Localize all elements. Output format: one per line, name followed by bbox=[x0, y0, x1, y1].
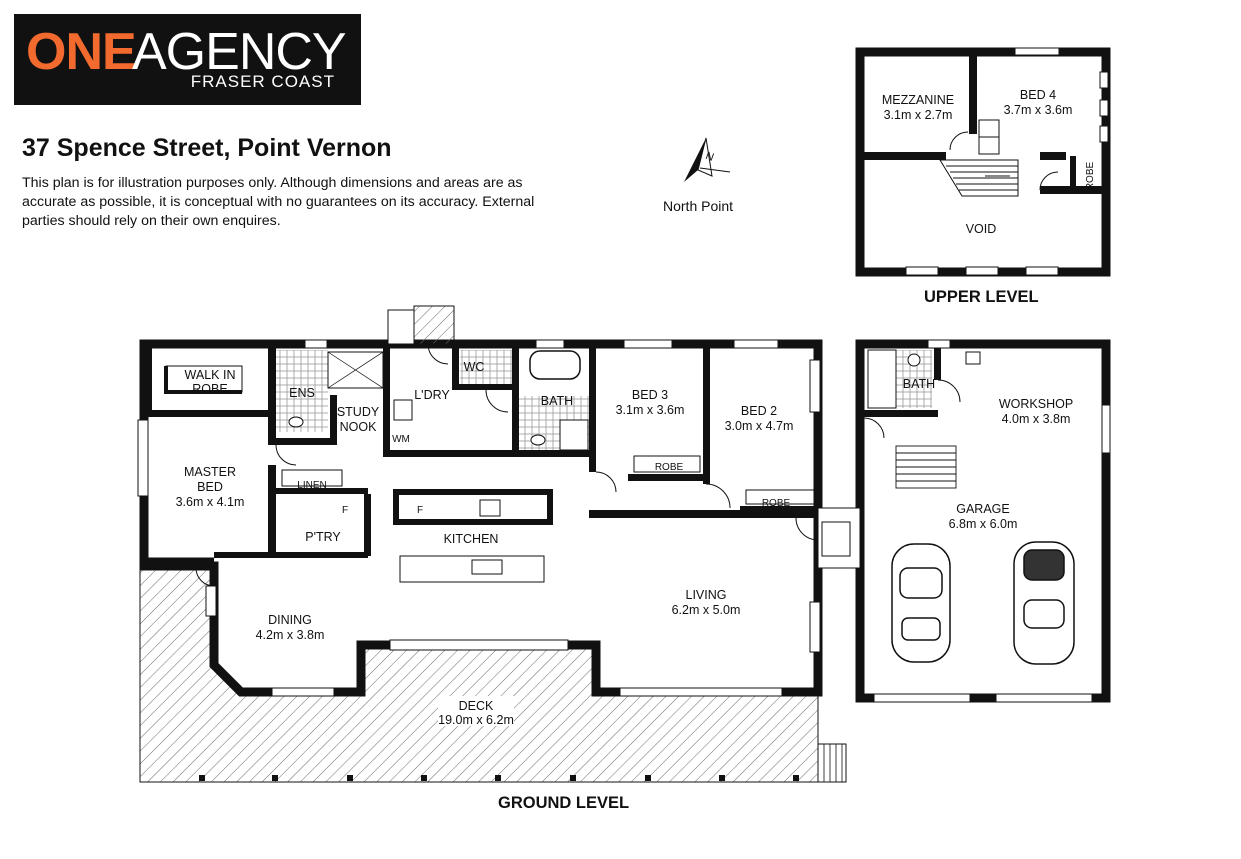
north-arrow-icon: N bbox=[684, 137, 731, 182]
upper-level-title: UPPER LEVEL bbox=[924, 288, 1039, 306]
kitchen-label: KITCHEN bbox=[444, 532, 499, 546]
study-nook-line2: NOOK bbox=[340, 420, 377, 434]
deck-name: DECK bbox=[459, 699, 494, 713]
washing-machine-label: WM bbox=[392, 434, 410, 445]
living-dims: 6.2m x 5.0m bbox=[672, 603, 741, 617]
mezzanine-name: MEZZANINE bbox=[882, 93, 954, 107]
bed2-dims: 3.0m x 4.7m bbox=[725, 419, 794, 433]
bed4-robe-label: ROBE bbox=[1085, 162, 1096, 191]
deck-dims: 19.0m x 6.2m bbox=[438, 713, 514, 727]
void-label: VOID bbox=[966, 222, 997, 236]
study-nook-line1: STUDY bbox=[337, 405, 380, 419]
bed3-dims: 3.1m x 3.6m bbox=[616, 403, 685, 417]
upper-level-plan: MEZZANINE 3.1m x 2.7m BED 4 3.7m x 3.6m … bbox=[855, 47, 1111, 277]
living-name: LIVING bbox=[686, 588, 727, 602]
ground-level-plan: DECK 19.0m x 6.2m bbox=[137, 305, 847, 783]
ensuite-label: ENS bbox=[289, 386, 315, 400]
garage-plan: BATH WORKSHOP 4.0m x 3.8m GARAGE 6.8m x … bbox=[817, 339, 1111, 703]
master-bed-line2: BED bbox=[197, 480, 223, 494]
ground-level-title: GROUND LEVEL bbox=[498, 794, 630, 812]
garage-dims: 6.8m x 6.0m bbox=[949, 517, 1018, 531]
car-icon bbox=[891, 543, 951, 663]
bath-label: BATH bbox=[541, 394, 573, 408]
pantry-label: P'TRY bbox=[305, 530, 341, 544]
agency-logo: ONE AGENCY FRASER COAST bbox=[14, 14, 361, 105]
workshop-name: WORKSHOP bbox=[999, 397, 1073, 411]
kitchen-fridge-label: F bbox=[417, 505, 423, 516]
dining-name: DINING bbox=[268, 613, 312, 627]
logo-agency-text: AGENCY bbox=[132, 23, 347, 81]
bed3-name: BED 3 bbox=[632, 388, 668, 402]
linen-label: LINEN bbox=[297, 480, 326, 491]
walk-in-robe-line1: WALK IN bbox=[185, 368, 236, 382]
bed2-name: BED 2 bbox=[741, 404, 777, 418]
walk-in-robe-line2: ROBE bbox=[192, 382, 227, 396]
garage-bath-label: BATH bbox=[903, 377, 935, 391]
property-address: 37 Spence Street, Point Vernon bbox=[22, 134, 392, 162]
logo-subtitle: FRASER COAST bbox=[190, 72, 335, 91]
master-bed-dims: 3.6m x 4.1m bbox=[176, 495, 245, 509]
master-bed-line1: MASTER bbox=[184, 465, 236, 479]
dining-dims: 4.2m x 3.8m bbox=[256, 628, 325, 642]
bed3-robe-label: ROBE bbox=[655, 462, 684, 473]
north-point-label: North Point bbox=[663, 198, 734, 214]
wc-label: WC bbox=[464, 360, 485, 374]
north-letter: N bbox=[704, 150, 716, 164]
laundry-label: L'DRY bbox=[414, 388, 450, 402]
disclaimer-text: This plan is for illustration purposes o… bbox=[22, 175, 535, 229]
bed4-name: BED 4 bbox=[1020, 88, 1056, 102]
car-icon bbox=[1013, 541, 1075, 665]
bed4-dims: 3.7m x 3.6m bbox=[1004, 103, 1073, 117]
bed2-robe-label: ROBE bbox=[762, 498, 791, 509]
garage-name: GARAGE bbox=[956, 502, 1010, 516]
mezzanine-dims: 3.1m x 2.7m bbox=[884, 108, 953, 122]
logo-one-text: ONE bbox=[26, 23, 137, 81]
workshop-dims: 4.0m x 3.8m bbox=[1002, 412, 1071, 426]
pantry-fridge-label: F bbox=[342, 505, 348, 516]
